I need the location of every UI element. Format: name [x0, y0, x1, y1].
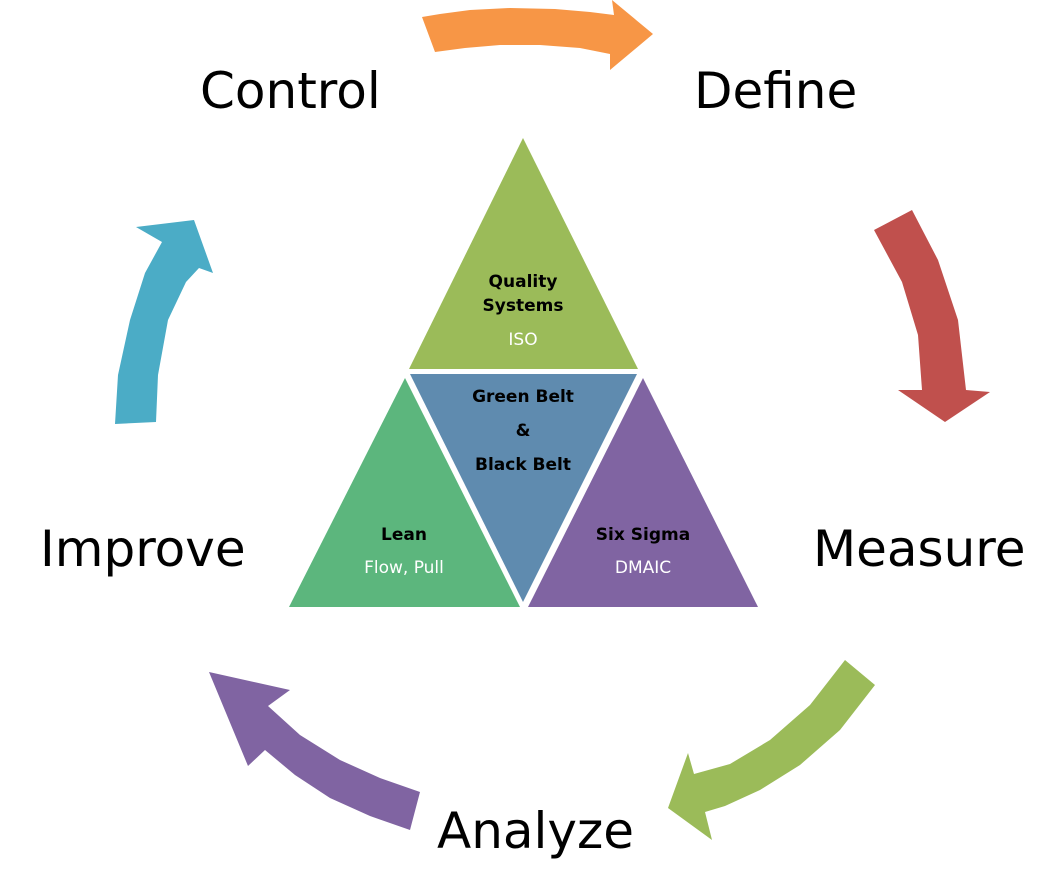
lean-subtitle: Flow, Pull: [364, 558, 444, 578]
quality-subtitle: ISO: [508, 330, 537, 350]
six-sigma-title: Six Sigma: [596, 525, 690, 545]
belts-line1: Green Belt: [472, 387, 574, 407]
arrow-control-to-define: [422, 0, 653, 70]
phase-control-label: Control: [200, 62, 381, 120]
belts-line2: &: [516, 421, 531, 441]
quality-title-line2: Systems: [483, 296, 564, 316]
phase-define-label: Define: [694, 62, 858, 120]
phase-improve-label: Improve: [40, 520, 246, 578]
lean-title: Lean: [381, 525, 427, 545]
arrow-analyze-to-improve: [209, 672, 420, 830]
arrow-improve-to-control: [115, 220, 213, 424]
six-sigma-triangle: [528, 378, 758, 607]
phase-analyze-label: Analyze: [437, 802, 635, 860]
quality-systems-triangle: [409, 138, 638, 369]
six-sigma-subtitle: DMAIC: [615, 558, 671, 578]
quality-title-line1: Quality: [489, 272, 558, 292]
belts-line3: Black Belt: [475, 455, 571, 475]
arrow-define-to-measure: [874, 210, 990, 422]
arrow-measure-to-analyze: [668, 660, 875, 840]
phase-measure-label: Measure: [813, 520, 1026, 578]
lean-triangle: [289, 378, 520, 607]
belts-triangle: [410, 374, 637, 602]
